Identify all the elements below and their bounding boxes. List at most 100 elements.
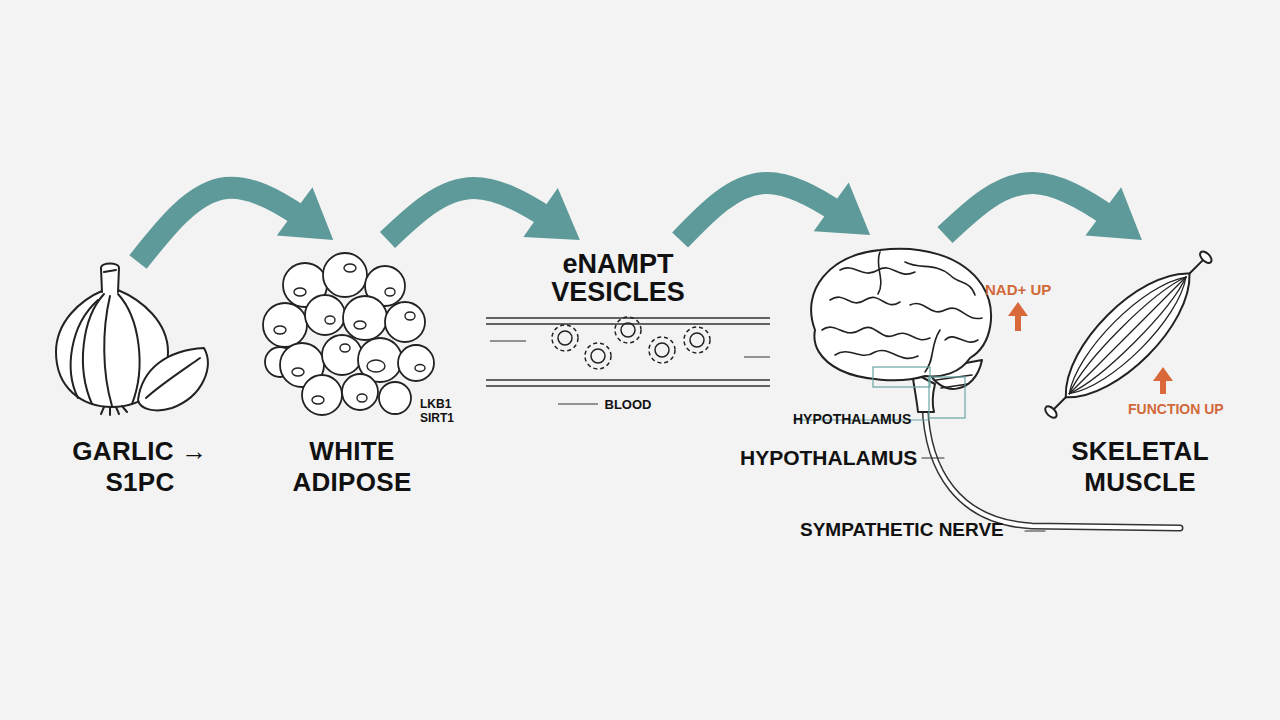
blood-vessel	[486, 318, 770, 404]
stage-node: eNAMPT VESICLES BLOOD	[480, 240, 780, 410]
hypothalamus-marker-part	[929, 377, 965, 418]
muscle-illustration-part	[1198, 249, 1214, 265]
vesicles-part	[655, 343, 669, 357]
node-sublabel: HYPOTHALAMUS	[740, 446, 940, 470]
adipose-cells-part	[312, 396, 324, 404]
adipose-cells-part	[367, 360, 385, 372]
arrow-shaft	[138, 188, 333, 262]
node-label: FUNCTION UP	[1128, 401, 1238, 417]
vesicles-part	[684, 327, 710, 353]
brain-illustration-part	[811, 249, 991, 380]
annotation-label: NAD+ UP	[985, 281, 1051, 299]
brain-illustration-part	[830, 297, 900, 305]
vesicles-part	[591, 349, 605, 363]
adipose-cells-part	[354, 321, 366, 329]
increase-arrow-part	[1153, 367, 1173, 394]
blood-vessel-part	[486, 318, 770, 386]
flow-arrow	[388, 188, 580, 240]
garlic-illustration-part	[101, 264, 119, 293]
brain-illustration	[811, 249, 991, 412]
muscle-illustration-part	[1046, 253, 1210, 417]
adipose-cells-part	[342, 374, 378, 410]
brain-illustration-part	[910, 303, 982, 318]
vesicles-part	[585, 343, 611, 369]
brain-illustration-part	[878, 252, 881, 294]
muscle-illustration-part	[1043, 404, 1059, 420]
hypothalamus-marker-part	[873, 367, 930, 387]
sympathetic-nerve-part	[925, 405, 1180, 528]
garlic-illustration-part	[83, 294, 104, 404]
arrow-head	[1085, 187, 1141, 240]
increase-arrow	[1008, 302, 1173, 394]
blood-vessel-part	[490, 341, 770, 357]
adipose-cells-part	[357, 394, 367, 402]
annotation-label: SYMPATHETIC NERVE	[800, 519, 1004, 541]
brain-illustration-part	[822, 327, 930, 340]
garlic-illustration-part	[71, 300, 98, 398]
adipose-cells-part	[340, 344, 350, 352]
increase-arrow-part	[1008, 302, 1028, 331]
node-label: HYPOTHALAMUS	[793, 411, 933, 427]
arrow-shaft	[680, 183, 870, 240]
adipose-cells-part	[323, 253, 367, 297]
node-label: eNAMPT VESICLES	[538, 250, 698, 306]
arrow-shaft	[945, 183, 1142, 240]
flow-arrow	[680, 183, 870, 240]
garlic-illustration-part	[138, 348, 208, 410]
muscle-illustration-part	[1069, 277, 1193, 401]
adipose-cells-part	[385, 302, 425, 342]
adipose-cells-part	[379, 382, 411, 414]
brain-illustration-part	[835, 350, 918, 358]
node-label: GARLIC → S1PC	[60, 436, 220, 498]
node-sublabel: BLOOD	[598, 397, 658, 412]
stage-node: HYPOTHALAMUS HYPOTHALAMUS	[735, 235, 1025, 475]
brain-illustration-part	[925, 330, 940, 372]
adipose-cells-part	[415, 365, 425, 372]
garlic-illustration-part	[118, 294, 140, 404]
arrow-head	[523, 188, 580, 240]
muscle-illustration-part	[1062, 270, 1186, 394]
brain-illustration-part	[840, 268, 915, 274]
sympathetic-nerve-part	[925, 405, 1180, 528]
adipose-cells-part	[274, 326, 286, 334]
brain-illustration-part	[945, 337, 978, 342]
garlic-illustration-part	[101, 406, 127, 415]
vesicles-part	[558, 331, 572, 345]
stage-node: FUNCTION UPSKELETAL MUSCLE	[1045, 240, 1235, 502]
garlic-illustration	[56, 264, 208, 416]
adipose-cells-part	[325, 316, 335, 324]
vesicles-part	[552, 325, 578, 351]
garlic-illustration-part	[104, 270, 116, 272]
garlic-illustration-part	[146, 358, 200, 398]
brain-illustration-part	[905, 262, 975, 295]
adipose-cells	[263, 253, 434, 415]
adipose-cells-part	[398, 345, 434, 381]
vesicles-part	[621, 323, 635, 337]
adipose-cells-part	[343, 296, 387, 340]
vesicles-part	[649, 337, 675, 363]
muscle-illustration-part	[1056, 264, 1186, 394]
adipose-cells-part	[385, 288, 395, 296]
arrow-shaft	[388, 188, 580, 240]
adipose-cells-part	[302, 375, 342, 415]
adipose-cells-part	[405, 312, 415, 320]
arrow-head	[277, 187, 333, 240]
adipose-cells-part	[305, 295, 345, 335]
stage-node: LKB1 SIRT1WHITE ADIPOSE	[265, 240, 440, 502]
stage-node: GARLIC → S1PC	[40, 262, 240, 522]
adipose-cells-part	[292, 368, 304, 376]
adipose-cells-part	[263, 303, 307, 347]
adipose-cells-part	[344, 264, 356, 272]
flow-arrow	[138, 187, 333, 262]
adipose-cells-part	[294, 288, 306, 296]
vesicles-part	[690, 333, 704, 347]
muscle-illustration-part	[1053, 397, 1066, 410]
garlic-illustration-part	[104, 296, 112, 406]
node-sublabel: WHITE ADIPOSE	[272, 436, 432, 498]
vesicles-part	[615, 317, 641, 343]
vesicles	[552, 317, 710, 369]
blood-vessel-part	[558, 404, 598, 405]
muscle-illustration-part	[1190, 259, 1204, 273]
